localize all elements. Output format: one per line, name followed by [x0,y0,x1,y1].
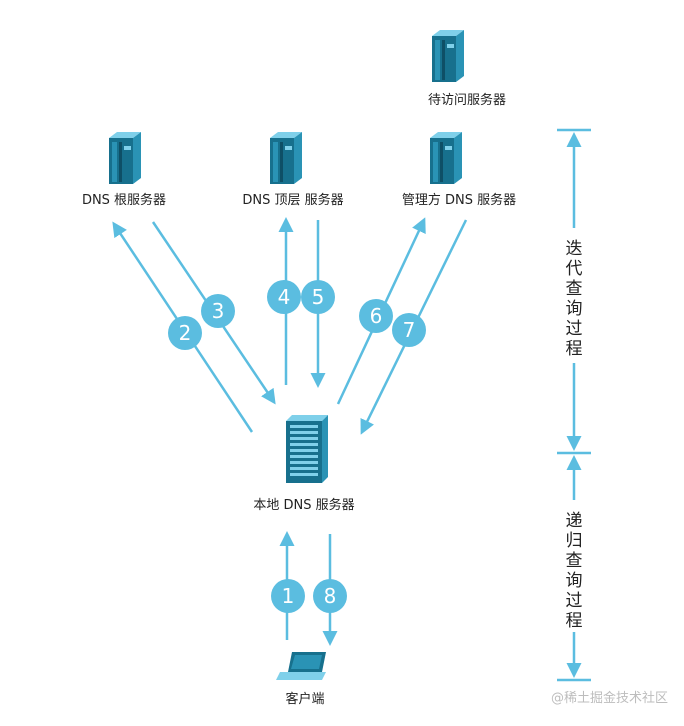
tld-dns-label: DNS 顶层 服务器 [242,192,343,208]
step-badge-2: 2 [168,316,202,350]
svg-text:归: 归 [566,531,583,551]
svg-text:询: 询 [566,299,583,319]
step-badge-4: 4 [267,280,301,314]
svg-text:代: 代 [566,259,583,279]
target-server-label: 待访问服务器 [428,92,506,108]
svg-text:7: 7 [403,318,416,342]
svg-text:程: 程 [566,611,583,631]
local-dns-server-icon [286,415,328,483]
step-badge-1: 1 [271,579,305,613]
recursive-phase-label: 递 归 查 询 过 程 [566,511,583,631]
phase-bracket [557,128,591,682]
local-dns-label: 本地 DNS 服务器 [253,497,354,513]
svg-text:迭: 迭 [566,239,583,259]
client-label: 客户端 [285,691,324,707]
svg-text:4: 4 [278,285,291,309]
svg-text:8: 8 [324,584,337,608]
svg-text:查: 查 [566,551,583,571]
svg-text:递: 递 [566,511,583,531]
svg-text:3: 3 [212,299,225,323]
laptop-icon [276,652,326,680]
svg-text:1: 1 [282,584,295,608]
target-server-icon [432,30,464,82]
step-badge-3: 3 [201,294,235,328]
tld-dns-server-icon [270,132,302,184]
svg-text:2: 2 [179,321,192,345]
svg-text:6: 6 [370,304,383,328]
auth-dns-label: 管理方 DNS 服务器 [402,192,516,208]
svg-text:过: 过 [566,591,583,611]
step-badge-7: 7 [392,313,426,347]
svg-text:查: 查 [566,279,583,299]
step-badge-6: 6 [359,299,393,333]
svg-text:程: 程 [566,339,583,359]
step-badge-5: 5 [301,280,335,314]
root-dns-server-icon [109,132,141,184]
step-badge-8: 8 [313,579,347,613]
watermark-text: @稀土掘金技术社区 [551,690,668,706]
svg-text:过: 过 [566,319,583,339]
auth-dns-server-icon [430,132,462,184]
iterative-phase-label: 迭 代 查 询 过 程 [566,239,583,359]
svg-text:5: 5 [312,285,325,309]
svg-text:询: 询 [566,571,583,591]
root-dns-label: DNS 根服务器 [82,192,166,208]
